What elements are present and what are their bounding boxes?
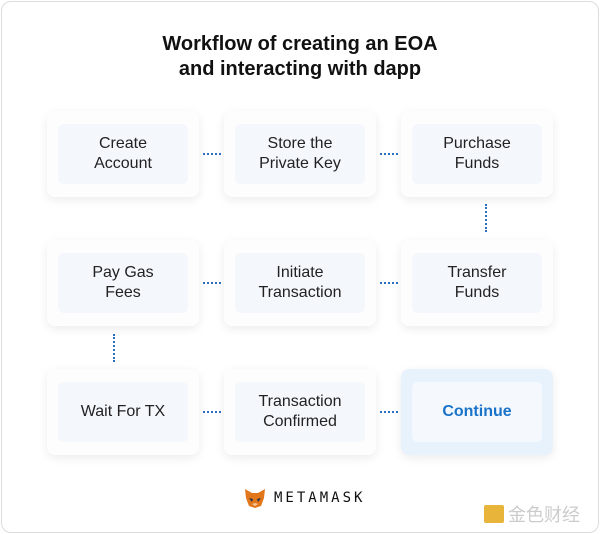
title-line-1: Workflow of creating an EOA	[162, 33, 438, 55]
connector	[485, 204, 487, 232]
step-label-line: Funds	[454, 284, 500, 301]
step-label-line: Purchase	[443, 135, 511, 152]
step-label-line: Private Key	[259, 155, 341, 172]
connector	[380, 411, 398, 413]
step-label-line: Funds	[454, 155, 500, 172]
step-label: Wait For TX	[58, 382, 188, 442]
metamask-fox-icon	[245, 489, 265, 508]
step-label-line: Transfer	[447, 264, 507, 281]
connector	[203, 153, 221, 155]
step-label-line: Fees	[105, 284, 141, 301]
step-label-line: Wait For TX	[80, 403, 166, 420]
watermark-logo-icon	[484, 505, 504, 523]
title-line-2: and interacting with dapp	[178, 58, 422, 80]
connector	[380, 153, 398, 155]
connector	[113, 334, 115, 362]
brand-name: METAMASK	[274, 490, 366, 506]
connector	[203, 411, 221, 413]
connector	[203, 282, 221, 284]
step-label-line: Continue	[442, 403, 512, 420]
step-label-line: Create	[98, 135, 148, 152]
diagram-title: Workflow of creating an EOA and interact…	[0, 32, 600, 82]
step-label-line: Store the	[267, 135, 333, 152]
step-label-line: Initiate	[276, 264, 324, 281]
step-wait-for-tx: Wait For TX	[47, 369, 199, 455]
step-continue: Continue	[401, 369, 553, 455]
connector	[380, 282, 398, 284]
step-label-line: Confirmed	[263, 413, 337, 430]
step-label-line: Pay Gas	[92, 264, 154, 281]
step-label-line: Account	[94, 155, 152, 172]
step-label-line: Transaction	[258, 393, 342, 410]
step-label-line: Transaction	[258, 284, 342, 301]
step-label: Continue	[412, 382, 542, 442]
watermark-text: 金色财经	[508, 505, 580, 525]
watermark: 金色财经	[484, 501, 580, 527]
metamask-brand: METAMASK	[244, 488, 365, 508]
